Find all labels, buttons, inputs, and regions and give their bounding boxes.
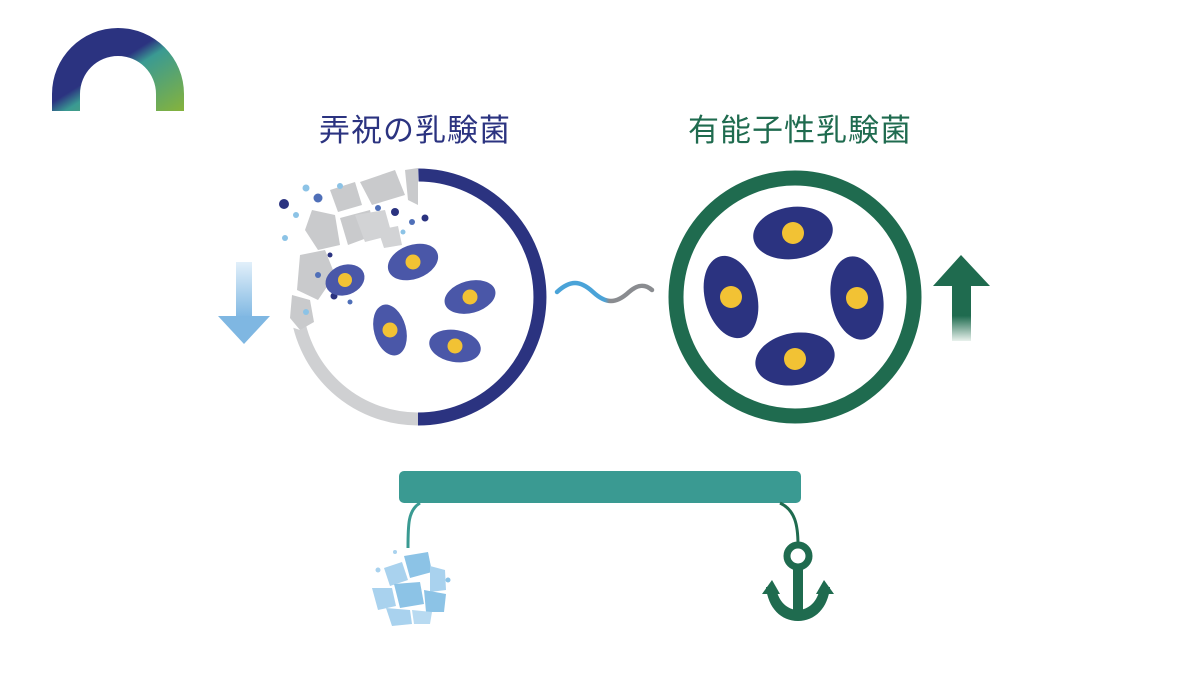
- wave-icon: [554, 280, 655, 304]
- broken-cell-icon: [270, 160, 547, 426]
- down-arrow-icon: [218, 262, 270, 344]
- arch-logo-icon: [52, 28, 184, 111]
- anchor-icon: [762, 541, 834, 621]
- right-title: 有能子性乳験菌: [688, 113, 912, 149]
- intact-cell-icon: [668, 170, 922, 424]
- crumbling-blocks-icon: [372, 550, 451, 626]
- balance-bar-icon: [399, 471, 801, 549]
- up-arrow-icon: [933, 255, 990, 341]
- left-title: 弄祝の乳験菌: [319, 113, 511, 149]
